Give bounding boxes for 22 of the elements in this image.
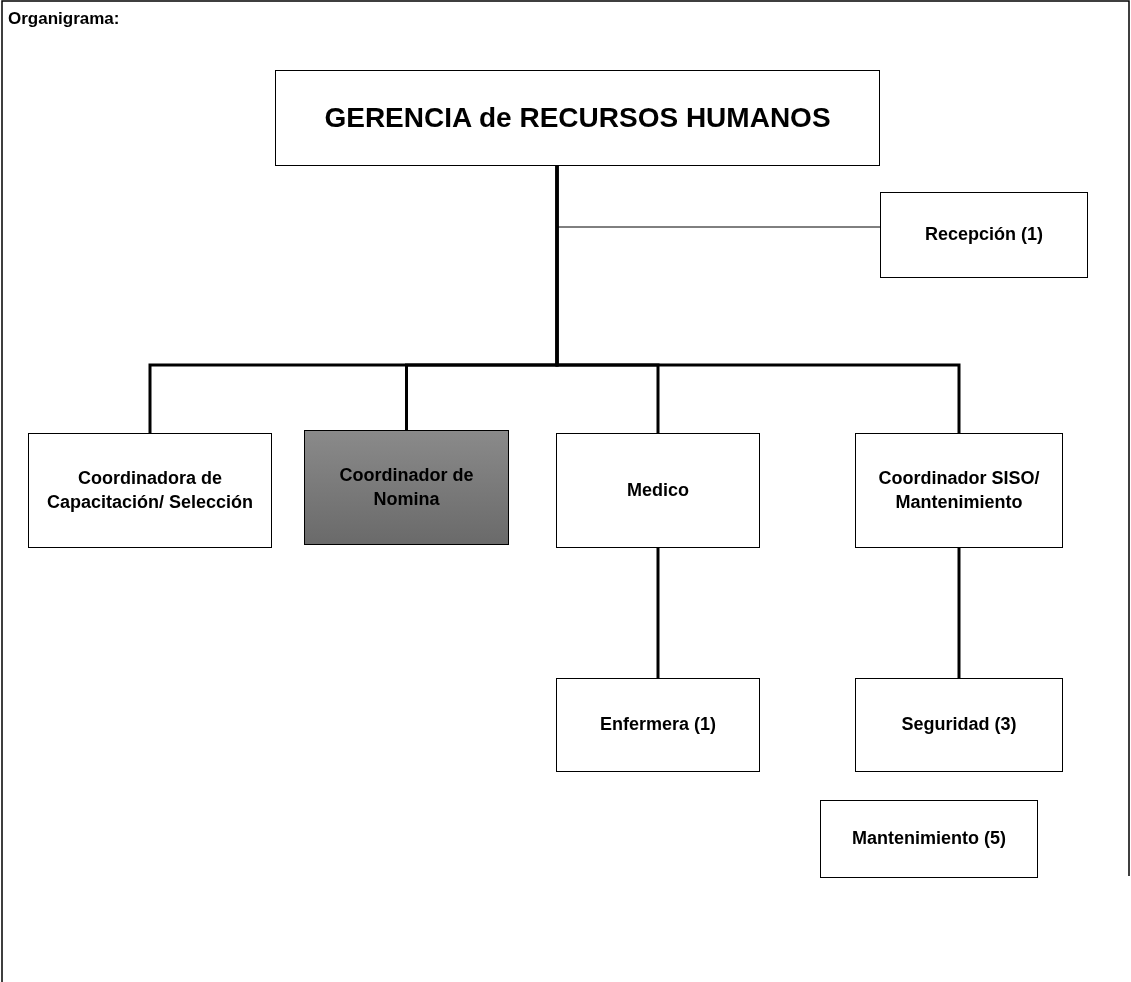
position-label: Coordinador de Nomina [338,464,475,511]
position-box [556,433,760,548]
position-label: Medico [626,478,690,502]
connector-line [957,548,961,678]
connector-line [656,548,660,678]
position-box [855,678,1063,772]
position-label: Recepción (1) [924,223,1044,247]
position-label: Seguridad (3) [900,713,1018,737]
position-box [855,433,1063,548]
position-box [556,678,760,772]
position-box [28,433,272,548]
position-label: Coordinador SISO/ Mantenimiento [877,467,1041,514]
position-box [820,800,1038,878]
position-box [275,70,880,166]
position-label: GERENCIA de RECURSOS HUMANOS [323,100,832,135]
highlighted-position-box [304,430,509,545]
position-label: Enfermera (1) [598,713,717,737]
position-label: Coordinadora de Capacitación/ Selección [45,467,255,514]
position-label: Mantenimiento (5) [851,827,1007,851]
connector-line [555,166,961,433]
diagram-title: Organigrama: [8,9,120,29]
position-box [880,192,1088,278]
